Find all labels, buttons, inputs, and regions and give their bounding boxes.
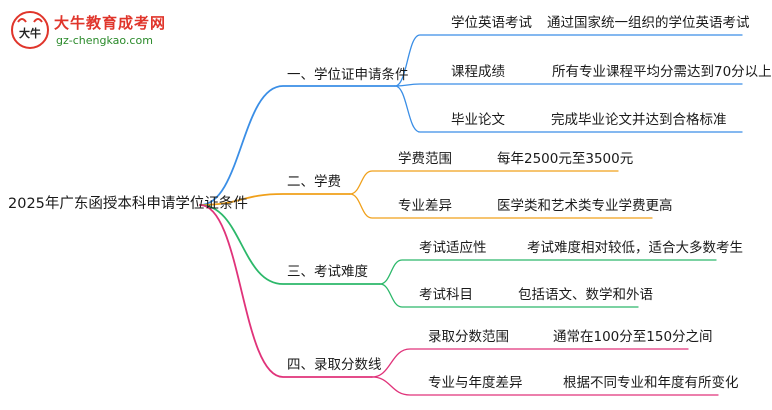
leaf-value: 通过国家统一组织的学位英语考试 [547, 15, 750, 31]
logo-url: gz-chengkao.com [56, 34, 153, 47]
leaf-connector [379, 259, 717, 285]
logo-title: 大牛教育成考网 [54, 14, 167, 32]
leaf-value: 完成毕业论文并达到合格标准 [551, 112, 727, 128]
leaf-connector [394, 83, 743, 87]
root-topic: 2025年广东函授本科申请学位证条件 [8, 196, 248, 212]
leaf-connector [349, 170, 619, 195]
leaf-connector [379, 283, 639, 308]
leaf-connector [394, 85, 743, 133]
leaf-connector [371, 376, 719, 396]
leaf-value: 包括语文、数学和外语 [518, 287, 653, 303]
bull-logo-icon: 大牛 [11, 11, 49, 49]
logo-mark-text: 大牛 [19, 26, 41, 40]
branch-connector [199, 204, 381, 285]
leaf-key: 毕业论文 [451, 112, 505, 128]
mindmap-connectors [199, 34, 743, 396]
leaf-key: 学费范围 [398, 151, 452, 167]
leaf-key: 学位英语考试 [451, 15, 532, 31]
leaf-value: 所有专业课程平均分需达到70分以上 [552, 64, 772, 80]
branch-label-exam-difficulty: 三、考试难度 [287, 264, 368, 280]
branch-label-tuition: 二、学费 [287, 174, 341, 190]
leaf-key: 录取分数范围 [428, 329, 509, 345]
leaf-value: 根据不同专业和年度有所变化 [563, 375, 739, 391]
leaf-connector [394, 34, 743, 87]
branch-connector [199, 193, 351, 206]
leaf-value: 考试难度相对较低，适合大多数考生 [527, 240, 743, 256]
leaf-value: 医学类和艺术类专业学费更高 [497, 198, 673, 214]
branch-connector [199, 85, 396, 206]
leaf-connector [371, 348, 689, 378]
site-logo: 大牛 大牛教育成考网 gz-chengkao.com [6, 8, 196, 54]
branch-connector [199, 204, 373, 378]
branch-label-admission-score: 四、录取分数线 [287, 357, 382, 373]
leaf-key: 考试适应性 [419, 240, 487, 256]
branch-label-degree-conditions: 一、学位证申请条件 [287, 67, 409, 83]
leaf-connector [349, 193, 653, 219]
leaf-key: 课程成绩 [451, 64, 505, 80]
leaf-key: 专业与年度差异 [428, 375, 523, 391]
leaf-value: 通常在100分至150分之间 [553, 329, 713, 345]
leaf-key: 考试科目 [419, 287, 473, 303]
leaf-value: 每年2500元至3500元 [497, 151, 634, 167]
leaf-key: 专业差异 [398, 198, 452, 214]
